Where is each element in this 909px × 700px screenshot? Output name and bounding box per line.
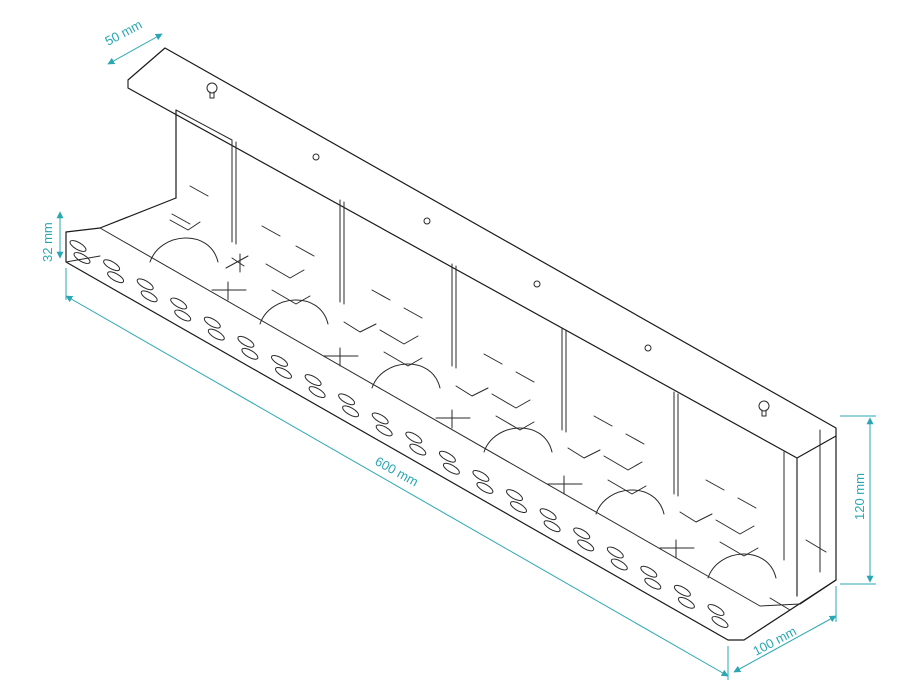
lip-oval-slot (69, 240, 87, 252)
compartment-arcs (149, 237, 777, 579)
lip-oval-slot (170, 297, 188, 310)
screw-hole (533, 280, 541, 288)
lip-oval-slot (338, 393, 356, 406)
mounting-flange (127, 47, 837, 459)
lip-oval-slot (136, 278, 154, 291)
lip-oval-slot (644, 577, 662, 590)
lip-oval-slot (711, 616, 729, 628)
screw-hole (423, 217, 431, 225)
dimension-length: 600 mm (65, 268, 729, 680)
lip-oval-slot (510, 501, 527, 514)
lip-oval-slot (409, 443, 427, 456)
lip-oval-slot (442, 462, 460, 475)
lip-oval-slot (103, 259, 121, 272)
lip-oval-slot (707, 604, 725, 616)
dimension-wall-label: 32 mm (40, 222, 55, 262)
lip-oval-slot (275, 366, 292, 379)
lip-oval-slot (371, 412, 389, 425)
dimension-height: 120 mm (840, 415, 876, 585)
lip-oval-slot (677, 596, 695, 609)
lip-oval-slot (573, 527, 591, 540)
floor-cutouts (169, 213, 759, 559)
keyhole-slot-right (758, 400, 770, 417)
lip-oval-slot (241, 347, 259, 360)
lip-oval-slot (438, 450, 456, 463)
lip-oval-slot (73, 252, 91, 264)
lip-oval-slot (673, 584, 691, 597)
lip-oval-slot (271, 354, 288, 367)
lip-oval-slot (107, 271, 125, 284)
lip-oval-slot (174, 309, 192, 322)
lip-oval-slot (308, 386, 326, 399)
dimension-width-label: 50 mm (102, 17, 144, 49)
lip-oval-slot (539, 508, 557, 521)
lip-oval-slot (405, 431, 423, 444)
lip-oval-slot (476, 481, 494, 494)
dimension-length-label: 600 mm (373, 454, 421, 490)
dimension-depth-label: 100 mm (750, 623, 799, 658)
screw-hole (644, 344, 652, 352)
lip-oval-slot (203, 316, 221, 329)
lip-oval-slot (610, 558, 628, 571)
lip-oval-slot (237, 335, 255, 348)
keyhole-slot-left (206, 82, 218, 99)
dimension-depth: 100 mm (733, 586, 837, 673)
lip-oval-slot (304, 374, 322, 387)
dimension-width: 50 mm (102, 17, 163, 65)
dimension-wall: 32 mm (40, 211, 64, 262)
tray-floor (65, 197, 837, 641)
end-wall (796, 429, 837, 605)
screw-hole (312, 153, 320, 161)
wall-slots (189, 185, 827, 611)
lip-oval-slot (506, 489, 523, 502)
dimension-height-label: 120 mm (852, 473, 867, 520)
lip-oval-slot (577, 539, 595, 552)
lip-oval-slot (140, 290, 158, 303)
lip-oval-slot (375, 424, 393, 437)
lip-oval-slot (207, 328, 225, 341)
lip-oval-slot (472, 469, 490, 482)
lip-oval-slot (640, 565, 658, 578)
front-lip-cutouts (69, 240, 729, 628)
lip-oval-slot (342, 405, 360, 418)
lip-oval-slot (543, 520, 561, 533)
lip-oval-slot (606, 546, 624, 559)
